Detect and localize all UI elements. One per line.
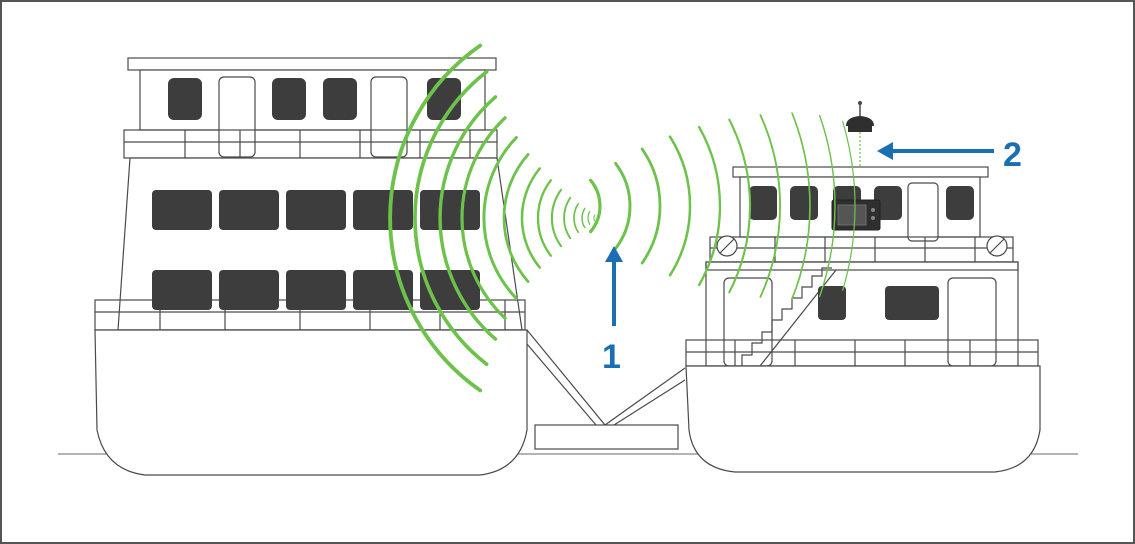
pontoon-link: [526, 329, 686, 450]
callout-1: 1: [602, 246, 623, 376]
signal-arc-left: [593, 214, 596, 222]
small-vessel-windows: [749, 186, 974, 320]
callout-2-label: 2: [1003, 136, 1022, 174]
signal-arc-right: [759, 114, 781, 298]
pontoon: [534, 424, 679, 450]
signal-arc-right: [640, 147, 662, 265]
antenna-icon: [846, 101, 874, 167]
signal-arc-right: [791, 112, 811, 300]
callout-1-label: 1: [602, 338, 621, 376]
large-vessel-upper-door-2: [370, 76, 408, 158]
signal-arc-left: [563, 196, 572, 240]
signal-arc-right: [818, 114, 836, 298]
wireless-signal-antenna-waves: [589, 112, 856, 300]
signal-arc-left: [502, 153, 530, 283]
callout-1-arrowhead: [605, 246, 623, 262]
callout-2: 2: [877, 136, 1022, 174]
signal-arc-left: [413, 69, 489, 367]
large-vessel-hull: [94, 329, 528, 476]
wireless-signal-icon: [388, 43, 596, 393]
callout-2-arrowhead: [877, 142, 893, 160]
small-vessel-roof: [732, 166, 989, 178]
large-vessel-upper-door-1: [218, 76, 256, 158]
large-vessel-roof: [127, 57, 497, 71]
signal-arc-left: [573, 202, 580, 234]
small-vessel-wheelhouse-door: [907, 182, 939, 242]
signal-arc-left: [550, 188, 563, 248]
signal-arc-right: [614, 162, 632, 250]
signal-arc-left: [460, 116, 507, 320]
signal-arc-right: [589, 178, 602, 234]
small-vessel-door-right: [947, 277, 997, 367]
small-vessel-door-left: [723, 277, 773, 367]
signal-arc-right: [842, 121, 856, 291]
signal-arc-right: [697, 125, 722, 287]
large-vessel-windows: [152, 78, 480, 310]
signal-arc-left: [482, 136, 518, 300]
chartplotter-display-icon: [831, 199, 881, 231]
signal-arc-left: [438, 95, 498, 341]
signal-arc-left: [520, 167, 541, 269]
signal-arc-left: [536, 179, 552, 257]
small-vessel-hull: [685, 365, 1041, 473]
small-vessel-staircase: [741, 267, 832, 366]
signal-arc-left: [581, 207, 586, 229]
signal-arc-left: [587, 211, 591, 225]
signal-arc-right: [668, 135, 692, 277]
signal-arc-right: [728, 118, 752, 294]
signal-arc-left: [388, 43, 483, 393]
large-vessel: [94, 57, 528, 476]
